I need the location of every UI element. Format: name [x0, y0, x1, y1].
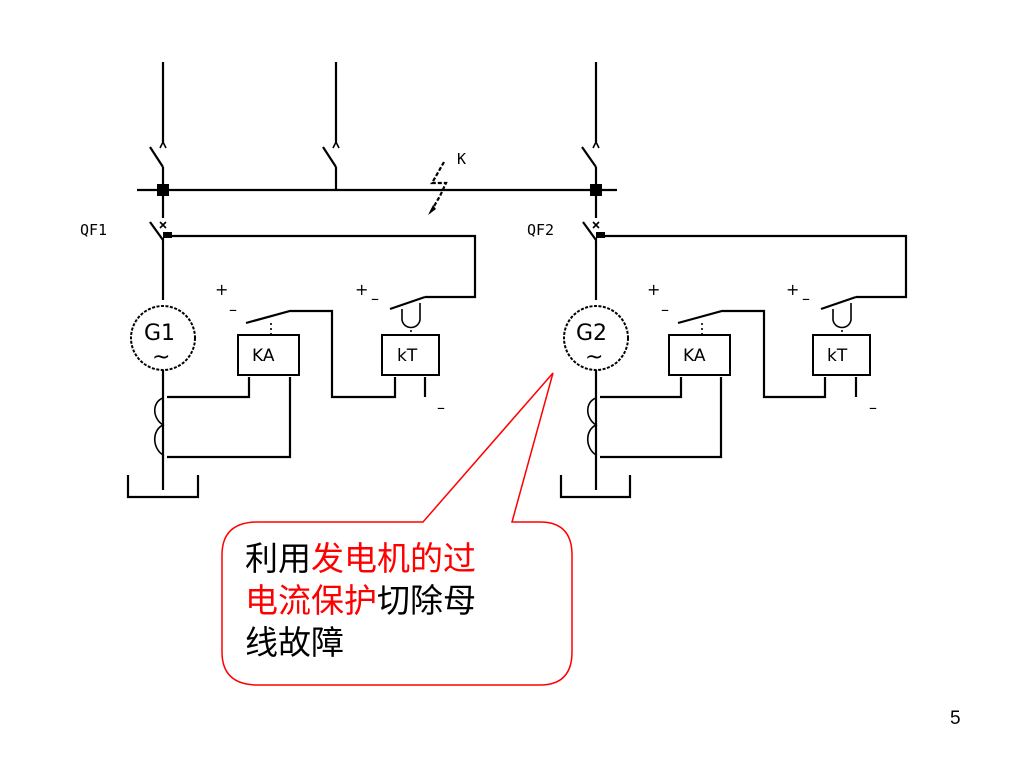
- unit1-kt-relay-label: kT: [397, 346, 418, 366]
- callout-text-black-2: 切除母: [377, 581, 476, 620]
- unit2-kt-delay-contact-icon: [820, 295, 857, 335]
- unit2-kt-minus: –: [802, 289, 810, 308]
- unit1-breaker-qf1: [149, 221, 172, 241]
- unit1-ka-minus: –: [229, 300, 237, 319]
- fault-label: K: [457, 150, 466, 168]
- callout-text-black-1: 利用: [245, 539, 311, 578]
- callout-text-black-3: 线故障: [245, 623, 344, 662]
- unit2-current-transformer-icon: [586, 397, 598, 456]
- unit2-generator-ac-symbol: ~: [585, 345, 603, 370]
- unit1-ct-wire-1: [167, 377, 251, 399]
- unit1-current-transformer-icon: [153, 397, 165, 456]
- unit1-ground-icon: [126, 475, 200, 499]
- unit2-trip-wire: [603, 234, 908, 299]
- unit1-generator-label: G1: [144, 321, 175, 346]
- unit1-ka-relay-label: KA: [252, 346, 275, 366]
- unit2-ka-relay-label: KA: [683, 346, 706, 366]
- unit1-trip-wire: [170, 234, 477, 299]
- unit2-ka-relay-box: [668, 334, 731, 376]
- callout-line-1: 利用发电机的过: [245, 538, 545, 580]
- disconnector-switch-3: [581, 140, 600, 190]
- unit2-ka-plus: +: [647, 280, 660, 299]
- callout-text-red-2: 电流保护: [245, 581, 377, 620]
- callout-text-red-1: 发电机的过: [311, 539, 476, 578]
- unit2-generator-label: G2: [576, 321, 607, 346]
- unit2-ground-icon: [559, 475, 632, 499]
- unit1-kt-plus: +: [355, 280, 368, 299]
- unit1-generator-ac-symbol: ~: [152, 345, 170, 370]
- unit1-ct-wire-2: [167, 377, 292, 459]
- callout-bubble: [221, 372, 573, 686]
- unit1-kt-out-minus: –: [437, 398, 445, 417]
- page-number: 5: [950, 708, 961, 729]
- unit1-kt-delay-contact-icon: [389, 295, 426, 335]
- callout-line-3: 线故障: [245, 622, 545, 664]
- unit2-breaker-qf2: [582, 221, 605, 241]
- fault-lightning-icon: [428, 161, 448, 215]
- unit1-ka-plus: +: [215, 280, 228, 299]
- callout-text: 利用发电机的过 电流保护切除母 线故障: [245, 538, 545, 664]
- bus-junction-2: [590, 184, 602, 196]
- unit2-kt-plus: +: [786, 280, 799, 299]
- unit1-kt-minus: –: [371, 289, 379, 308]
- callout-line-2: 电流保护切除母: [245, 580, 545, 622]
- unit1-kt-relay-box: [381, 334, 440, 376]
- unit1-ka-relay-box: [237, 334, 300, 376]
- unit2-ct-wire-2: [600, 377, 723, 459]
- unit2-ct-wire-1: [600, 377, 683, 399]
- unit2-breaker-label: QF2: [527, 221, 554, 239]
- bus-junction-1: [157, 184, 169, 196]
- disconnector-switch-1: [149, 140, 167, 190]
- unit1-ka-contact: [245, 309, 397, 399]
- unit2-kt-relay-label: kT: [827, 346, 848, 366]
- unit2-ka-minus: –: [661, 300, 669, 319]
- unit2-kt-relay-box: [812, 334, 871, 376]
- unit2-ka-contact: [677, 309, 827, 399]
- disconnector-switch-2: [322, 140, 340, 190]
- unit1-breaker-label: QF1: [80, 221, 107, 239]
- unit2-kt-out-minus: –: [869, 398, 877, 417]
